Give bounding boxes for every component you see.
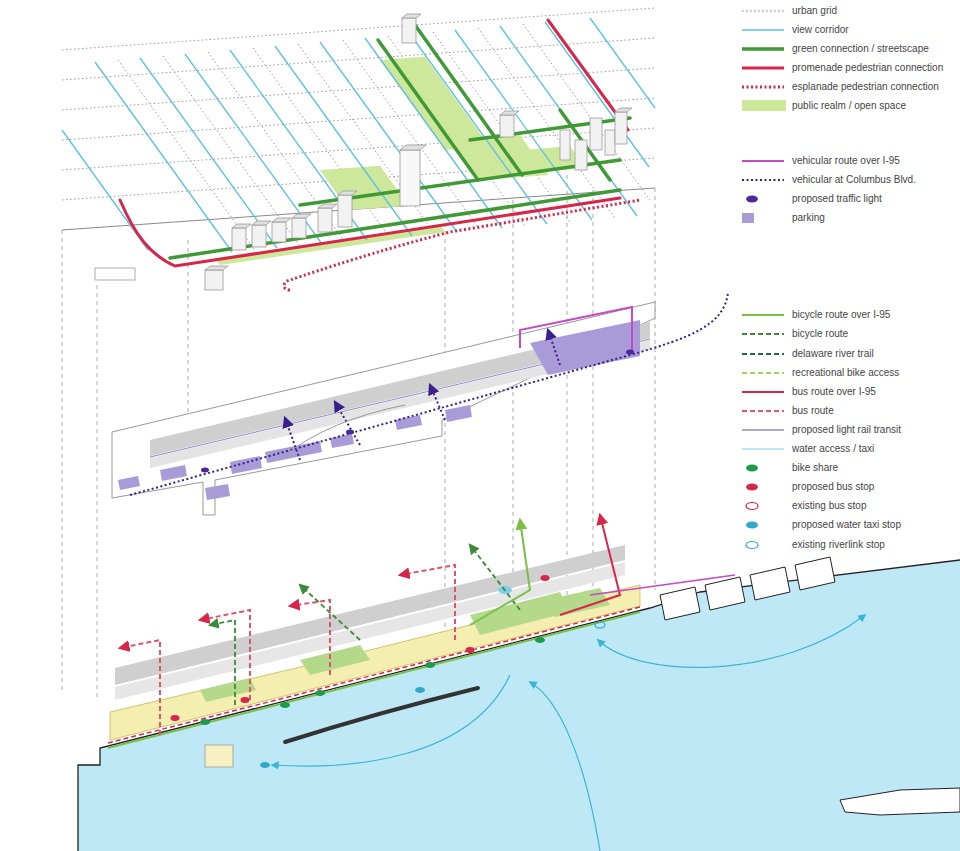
legend-sample <box>738 423 788 437</box>
legend-symbol <box>746 484 758 491</box>
legend-label: bicycle route <box>792 327 848 341</box>
legend-label: proposed light rail transit <box>792 423 901 437</box>
legend-line <box>742 179 784 181</box>
legend-label: vehicular at Columbus Blvd. <box>792 173 916 187</box>
legend-sample <box>738 404 788 418</box>
legend-sample <box>738 347 788 361</box>
legend-swatch <box>742 100 786 111</box>
legend-sample <box>738 173 788 187</box>
legend-line <box>742 391 784 393</box>
legend-line <box>742 429 784 431</box>
legend-line <box>742 29 784 30</box>
legend-label: existing bus stop <box>792 499 867 513</box>
legend-label: proposed water taxi stop <box>792 518 901 532</box>
legend-label: existing riverlink stop <box>792 538 885 552</box>
legend-line <box>742 449 784 450</box>
legend-label: esplanade pedestrian connection <box>792 80 939 94</box>
legend-label: view corridor <box>792 23 849 37</box>
legend-symbol <box>746 196 758 203</box>
legend-label: parking <box>792 211 825 225</box>
legend-line <box>742 67 784 70</box>
legend-sample <box>738 442 788 456</box>
legend-line <box>742 314 784 316</box>
legend-sample <box>738 61 788 75</box>
legend-label: bus route <box>792 404 834 418</box>
legend-sample <box>738 4 788 18</box>
legend-sample <box>738 327 788 341</box>
legend-sample <box>738 192 788 206</box>
legend-line <box>742 10 784 11</box>
legend-sample <box>738 80 788 94</box>
legend-line <box>742 86 784 89</box>
legend-label: water access / taxi <box>792 442 874 456</box>
legend-sample <box>738 499 788 513</box>
top-layer <box>62 8 655 290</box>
legend-symbol <box>746 503 758 510</box>
legend-line <box>742 333 784 335</box>
legend-sample <box>738 154 788 168</box>
legend-symbol <box>746 465 758 472</box>
legend-label: promenade pedestrian connection <box>792 61 943 75</box>
legend-sample <box>738 385 788 399</box>
legend-label: urban grid <box>792 4 837 18</box>
legend-sample <box>738 461 788 475</box>
bottom-layer <box>78 515 960 851</box>
legend-sample <box>738 366 788 380</box>
legend-sample <box>738 518 788 532</box>
middle-layer <box>112 292 728 515</box>
legend-label: delaware river trail <box>792 347 874 361</box>
legend-label: proposed traffic light <box>792 192 882 206</box>
legend-label: vehicular route over I-95 <box>792 154 900 168</box>
legend-symbol <box>746 542 758 549</box>
legend-line <box>742 372 784 374</box>
legend-symbol <box>746 522 758 529</box>
legend-line <box>742 410 784 412</box>
legend-label: proposed bus stop <box>792 480 874 494</box>
legend-line <box>742 47 784 51</box>
legend-label: public realm / open space <box>792 99 906 113</box>
legend-line <box>742 353 784 355</box>
legend-sample <box>738 480 788 494</box>
legend-label: bike share <box>792 461 838 475</box>
legend-sample <box>738 42 788 56</box>
legend-sample <box>738 538 788 552</box>
legend-label: bus route over I-95 <box>792 385 876 399</box>
legend-line <box>742 160 784 162</box>
legend-label: bicycle route over I-95 <box>792 308 890 322</box>
legend-swatch <box>742 213 754 223</box>
legend-label: recreational bike access <box>792 366 899 380</box>
legend-sample <box>738 23 788 37</box>
legend-sample <box>738 308 788 322</box>
legend-label: green connection / streetscape <box>792 42 929 56</box>
